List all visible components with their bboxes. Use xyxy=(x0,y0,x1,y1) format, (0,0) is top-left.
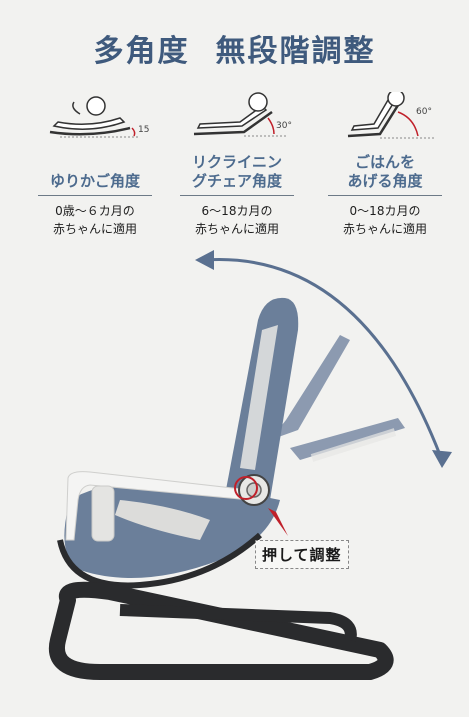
angle-column-feeding: 60° ごはんをあげる角度 0〜18カ月の 赤ちゃんに適用 xyxy=(320,92,450,238)
bouncer-base xyxy=(48,581,394,680)
degree-label: 60° xyxy=(416,107,432,117)
arrow-head-down xyxy=(432,450,452,468)
angle-column-recline: 30° リクライニングチェア角度 6〜18カ月の 赤ちゃんに適用 xyxy=(172,92,302,238)
title-part2: 無段階調整 xyxy=(215,34,376,69)
degree-label: 30° xyxy=(276,121,292,131)
age-range: 0歳〜６カ月の 赤ちゃんに適用 xyxy=(52,204,137,236)
angle-heading: リクライニングチェア角度 xyxy=(191,153,282,190)
callout-pointer xyxy=(268,508,288,536)
arrow-head-left xyxy=(195,250,214,270)
angle-column-cradle: 15° ゆりかご角度 0歳〜６カ月の 赤ちゃんに適用 xyxy=(30,92,160,238)
press-adjust-callout: 押して調整 xyxy=(255,540,349,569)
angle-heading: ごはんをあげる角度 xyxy=(347,153,423,190)
degree-label: 15° xyxy=(138,125,150,135)
feeding-pose-icon: 60° xyxy=(347,92,434,139)
title-part1: 多角度 xyxy=(93,34,190,69)
rotation-arrow xyxy=(204,258,442,456)
page-title: 多角度無段階調整 xyxy=(0,26,469,70)
age-range: 6〜18カ月の 赤ちゃんに適用 xyxy=(194,204,279,236)
age-range: 0〜18カ月の 赤ちゃんに適用 xyxy=(342,204,427,236)
angle-heading: ゆりかご角度 xyxy=(49,172,140,190)
cradle-pose-icon: 15° xyxy=(49,96,150,138)
recline-pose-icon: 30° xyxy=(193,92,292,137)
